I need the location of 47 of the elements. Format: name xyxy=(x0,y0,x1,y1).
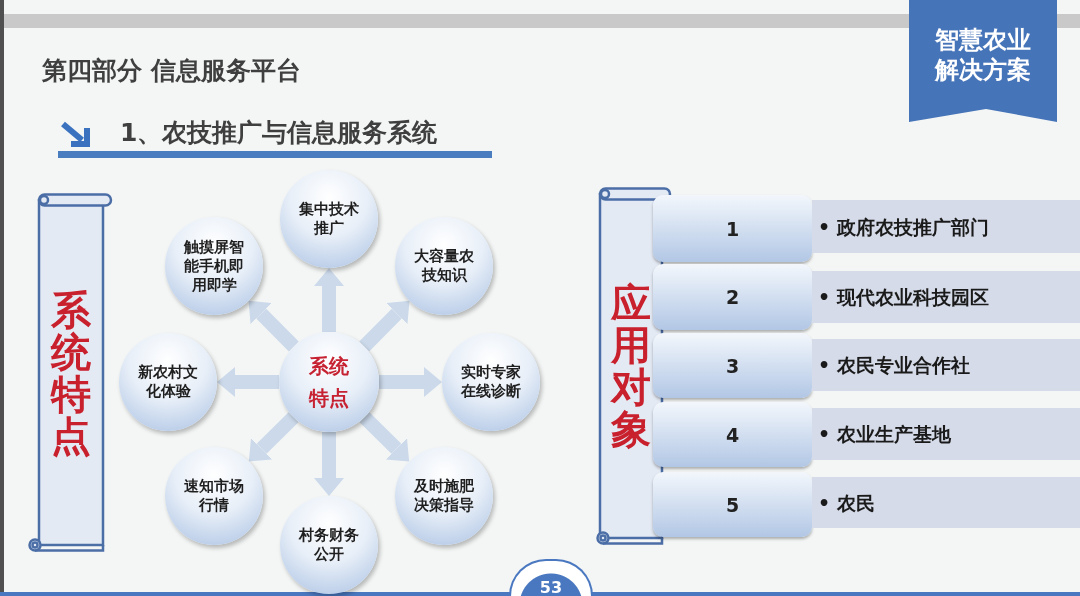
number-tab xyxy=(653,472,812,537)
feature-text: 新农村文化体验 xyxy=(138,363,198,401)
row-number: 3 xyxy=(725,353,740,378)
hub-circle xyxy=(279,332,379,432)
block-arrow xyxy=(314,268,344,332)
block-arrow xyxy=(217,367,279,397)
block-arrow xyxy=(248,412,299,462)
list-item-text: • 现代农业科技园区 xyxy=(818,285,989,309)
feature-text: 村务财务公开 xyxy=(299,526,359,564)
list-item-text: • 农民 xyxy=(818,490,875,515)
feature-text: 大容量农技知识 xyxy=(414,247,474,285)
block-arrow xyxy=(314,432,344,496)
feature-circle xyxy=(395,447,493,545)
row-number: 4 xyxy=(725,422,740,447)
number-tab xyxy=(653,264,812,330)
banner-title: 应用对象 xyxy=(610,282,652,450)
badge-text: 智慧农业解决方案 xyxy=(934,25,1032,85)
section-heading: 1、农技推广与信息服务系统 xyxy=(120,117,438,149)
feature-text: 触摸屏智能手机即用即学 xyxy=(184,237,244,295)
hub-text: 系统特点 xyxy=(308,353,350,412)
block-arrow xyxy=(359,300,410,352)
feature-text: 实时专家在线诊断 xyxy=(461,363,521,401)
feature-text: 集中技术推广 xyxy=(299,200,359,238)
feature-text: 及时施肥决策指导 xyxy=(414,477,474,515)
feature-circle xyxy=(395,217,493,315)
page-number: 53 xyxy=(539,580,563,596)
block-arrow xyxy=(248,300,299,352)
slide-title: 第四部分 信息服务平台 xyxy=(42,55,301,87)
feature-text: 速知市场行情 xyxy=(184,477,244,515)
list-item-text: • 政府农技推广部门 xyxy=(818,214,989,239)
list-band xyxy=(812,200,1080,253)
list-band xyxy=(812,271,1080,323)
block-arrow xyxy=(379,367,442,397)
feature-circle xyxy=(165,447,263,545)
list-band xyxy=(812,477,1080,528)
banner-title: 系统特点 xyxy=(50,288,92,457)
list-item-text: • 农民专业合作社 xyxy=(818,353,970,377)
number-tab xyxy=(653,402,812,467)
row-number: 1 xyxy=(725,216,740,241)
row-number: 5 xyxy=(725,492,740,517)
row-number: 2 xyxy=(725,285,740,309)
list-item-text: • 农业生产基地 xyxy=(818,422,951,446)
list-band xyxy=(812,408,1080,460)
block-arrow xyxy=(359,412,410,462)
number-tab xyxy=(653,333,812,398)
number-tab xyxy=(653,195,812,262)
list-band xyxy=(812,339,1080,391)
